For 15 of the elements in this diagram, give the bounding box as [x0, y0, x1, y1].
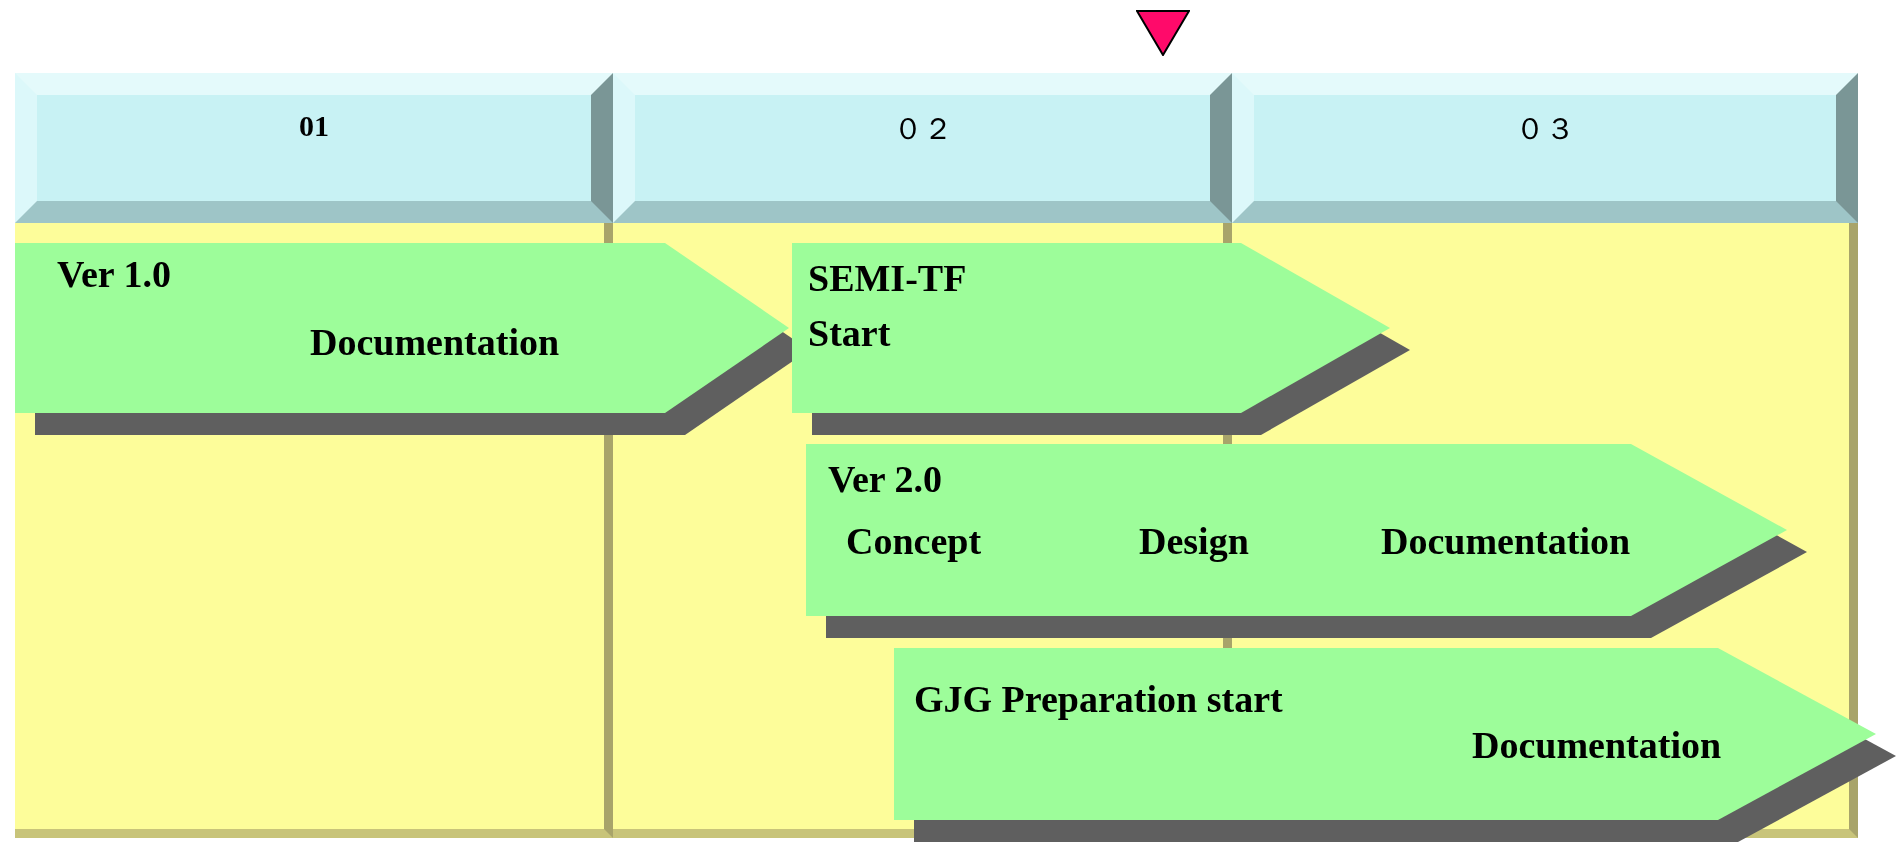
- task-title: GJG Preparation start: [914, 677, 1284, 722]
- phase-label: Design: [1139, 520, 1249, 564]
- phase-label: Concept: [846, 520, 982, 564]
- task-title: Ver 2.0: [828, 458, 942, 502]
- column-header: [1232, 73, 1858, 223]
- header-label: ０２: [892, 110, 953, 148]
- phase-label: Documentation: [310, 321, 560, 365]
- task-title: Ver 1.0: [57, 253, 171, 297]
- phase-label: Documentation: [1472, 724, 1722, 768]
- task-title: SEMI-TF Start: [808, 256, 966, 357]
- phase-label: Documentation: [1381, 520, 1631, 564]
- column-header: [613, 73, 1232, 223]
- column-header: [15, 73, 613, 223]
- header-label: 01: [299, 109, 329, 143]
- header-label: ０３: [1515, 110, 1575, 148]
